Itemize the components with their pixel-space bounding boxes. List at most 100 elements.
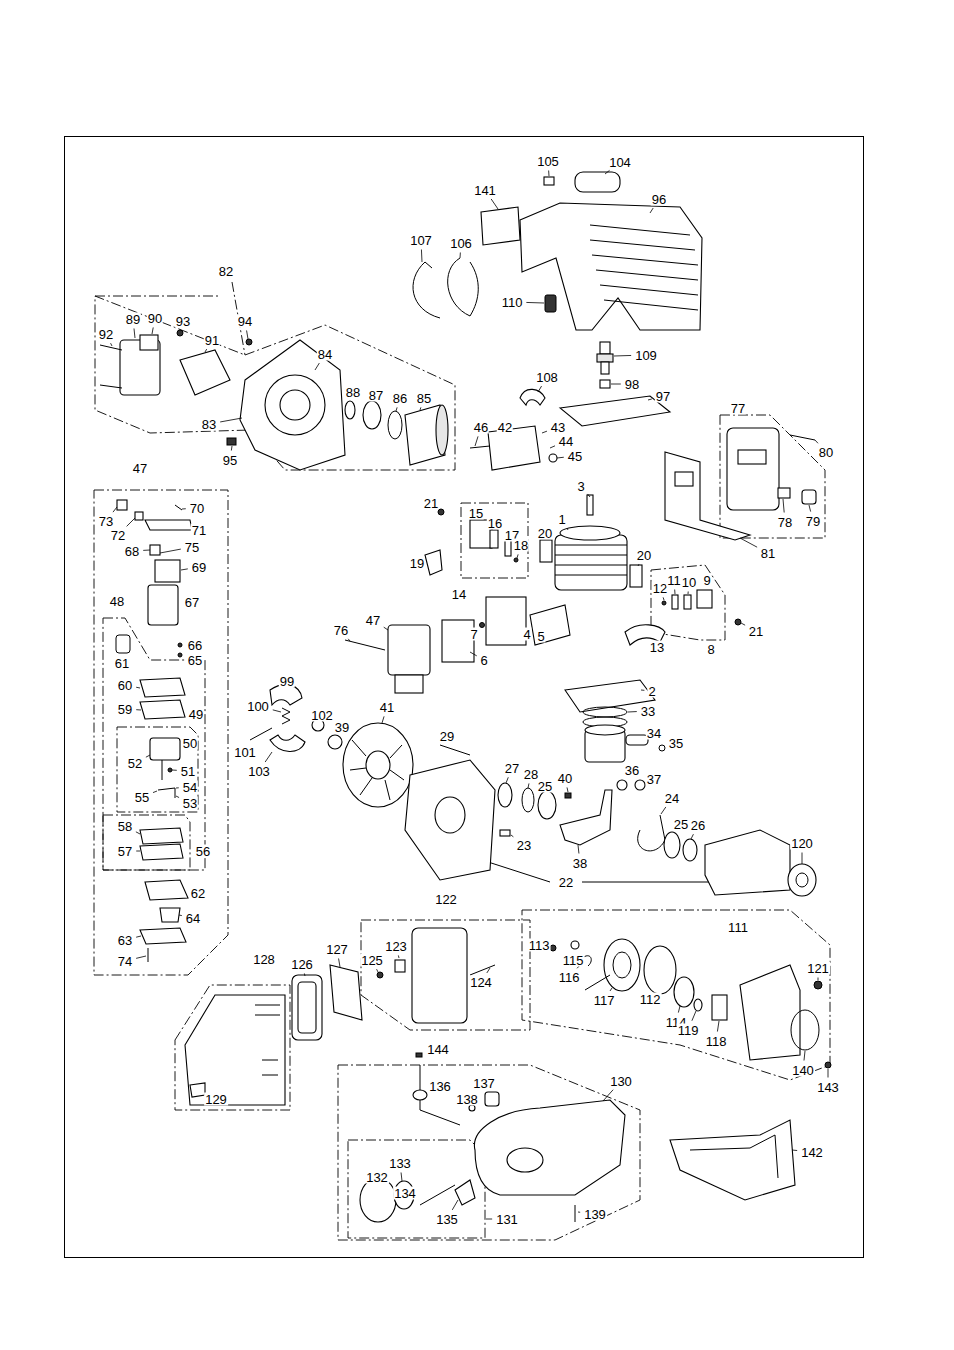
callout-number: 122 (434, 893, 458, 906)
callout-number: 78 (777, 516, 793, 529)
callout-number: 18 (513, 539, 529, 552)
callout-number: 121 (806, 962, 830, 975)
callout-number: 20 (537, 527, 553, 540)
leader-line (398, 955, 400, 958)
leader-line (809, 505, 811, 512)
callout-number: 57 (117, 845, 133, 858)
leader-line (567, 787, 569, 792)
leader-line (614, 355, 631, 357)
callout-number: 56 (195, 845, 211, 858)
callout-number: 129 (204, 1093, 228, 1106)
callout-number: 105 (536, 155, 560, 168)
callout-number: 71 (191, 524, 207, 537)
callout-number: 101 (233, 746, 257, 759)
callout-number: 142 (800, 1146, 824, 1159)
leader-line (152, 327, 153, 334)
leader-line (315, 363, 319, 370)
leader-line (628, 711, 637, 712)
callout-number: 95 (222, 454, 238, 467)
callout-number: 135 (435, 1213, 459, 1226)
leader-line (384, 627, 388, 630)
leader-line (136, 956, 146, 958)
leader-line (176, 787, 179, 788)
callout-number: 84 (317, 348, 333, 361)
leader-line (220, 418, 242, 422)
callout-number: 36 (624, 764, 640, 777)
leader-line (610, 988, 612, 991)
callout-number: 38 (572, 857, 588, 870)
leader-line (605, 170, 610, 174)
leader-line (688, 591, 689, 594)
leader-line (143, 550, 150, 551)
callout-number: 132 (365, 1171, 389, 1184)
callout-number: 79 (805, 515, 821, 528)
leader-line (641, 690, 644, 691)
callout-number: 134 (393, 1187, 417, 1200)
callout-number: 33 (640, 705, 656, 718)
leader-line (517, 554, 518, 558)
callout-number: 5 (536, 630, 545, 643)
callout-number: 59 (117, 703, 133, 716)
callout-number: 21 (423, 497, 439, 510)
callout-number: 73 (98, 515, 114, 528)
leader-line (348, 639, 350, 641)
leader-line (377, 969, 378, 972)
leader-line (475, 436, 478, 446)
leader-line (528, 783, 530, 788)
leader-line (136, 687, 140, 689)
leader-line (304, 973, 306, 976)
callout-number: 115 (562, 954, 585, 967)
callout-number: 46 (473, 421, 489, 434)
leader-line (740, 538, 757, 547)
callout-number: 68 (124, 545, 140, 558)
leader-line (674, 589, 675, 594)
callout-number: 88 (345, 386, 361, 399)
callout-number: 25 (673, 818, 689, 831)
callout-number: 111 (727, 921, 749, 934)
callout-number: 66 (187, 639, 203, 652)
callout-number: 110 (501, 296, 524, 309)
callout-number: 25 (537, 780, 553, 793)
leader-line (692, 1011, 696, 1021)
callout-number: 44 (558, 435, 574, 448)
leader-line (160, 549, 181, 553)
leader-line (136, 832, 140, 834)
callout-number: 107 (409, 234, 433, 247)
callout-number: 15 (468, 507, 484, 520)
leader-line (247, 330, 248, 339)
callout-number: 93 (175, 315, 191, 328)
callout-number: 62 (190, 887, 206, 900)
callout-number: 69 (191, 561, 207, 574)
leader-line (578, 845, 580, 854)
callout-number: 13 (649, 641, 665, 654)
leader-line (678, 1006, 680, 1013)
callout-number: 24 (664, 792, 680, 805)
callout-number: 76 (333, 624, 349, 637)
callout-number: 124 (469, 976, 493, 989)
leader-line (578, 1212, 580, 1213)
callout-number: 80 (818, 446, 834, 459)
callout-number: 23 (516, 839, 532, 852)
callout-number: 120 (790, 837, 814, 850)
callout-number: 58 (117, 820, 133, 833)
callout-number: 60 (117, 679, 133, 692)
callout-number: 82 (218, 265, 234, 278)
leader-line (486, 1219, 492, 1220)
leader-line (273, 710, 281, 712)
callout-number: 77 (730, 402, 746, 415)
callout-number: 26 (690, 819, 706, 832)
callout-number: 127 (325, 943, 349, 956)
leader-line (792, 1150, 797, 1152)
callout-number: 53 (182, 797, 198, 810)
callout-number: 14 (451, 588, 467, 601)
callout-number: 4 (522, 628, 531, 641)
leader-line (567, 528, 568, 530)
leader-line (401, 1172, 403, 1181)
callout-number: 81 (760, 547, 776, 560)
leader-line (421, 249, 423, 262)
callout-number: 131 (495, 1213, 519, 1226)
leader-line (339, 958, 340, 967)
leader-line (136, 709, 141, 710)
callout-number: 29 (439, 730, 455, 743)
leader-line (179, 915, 182, 917)
